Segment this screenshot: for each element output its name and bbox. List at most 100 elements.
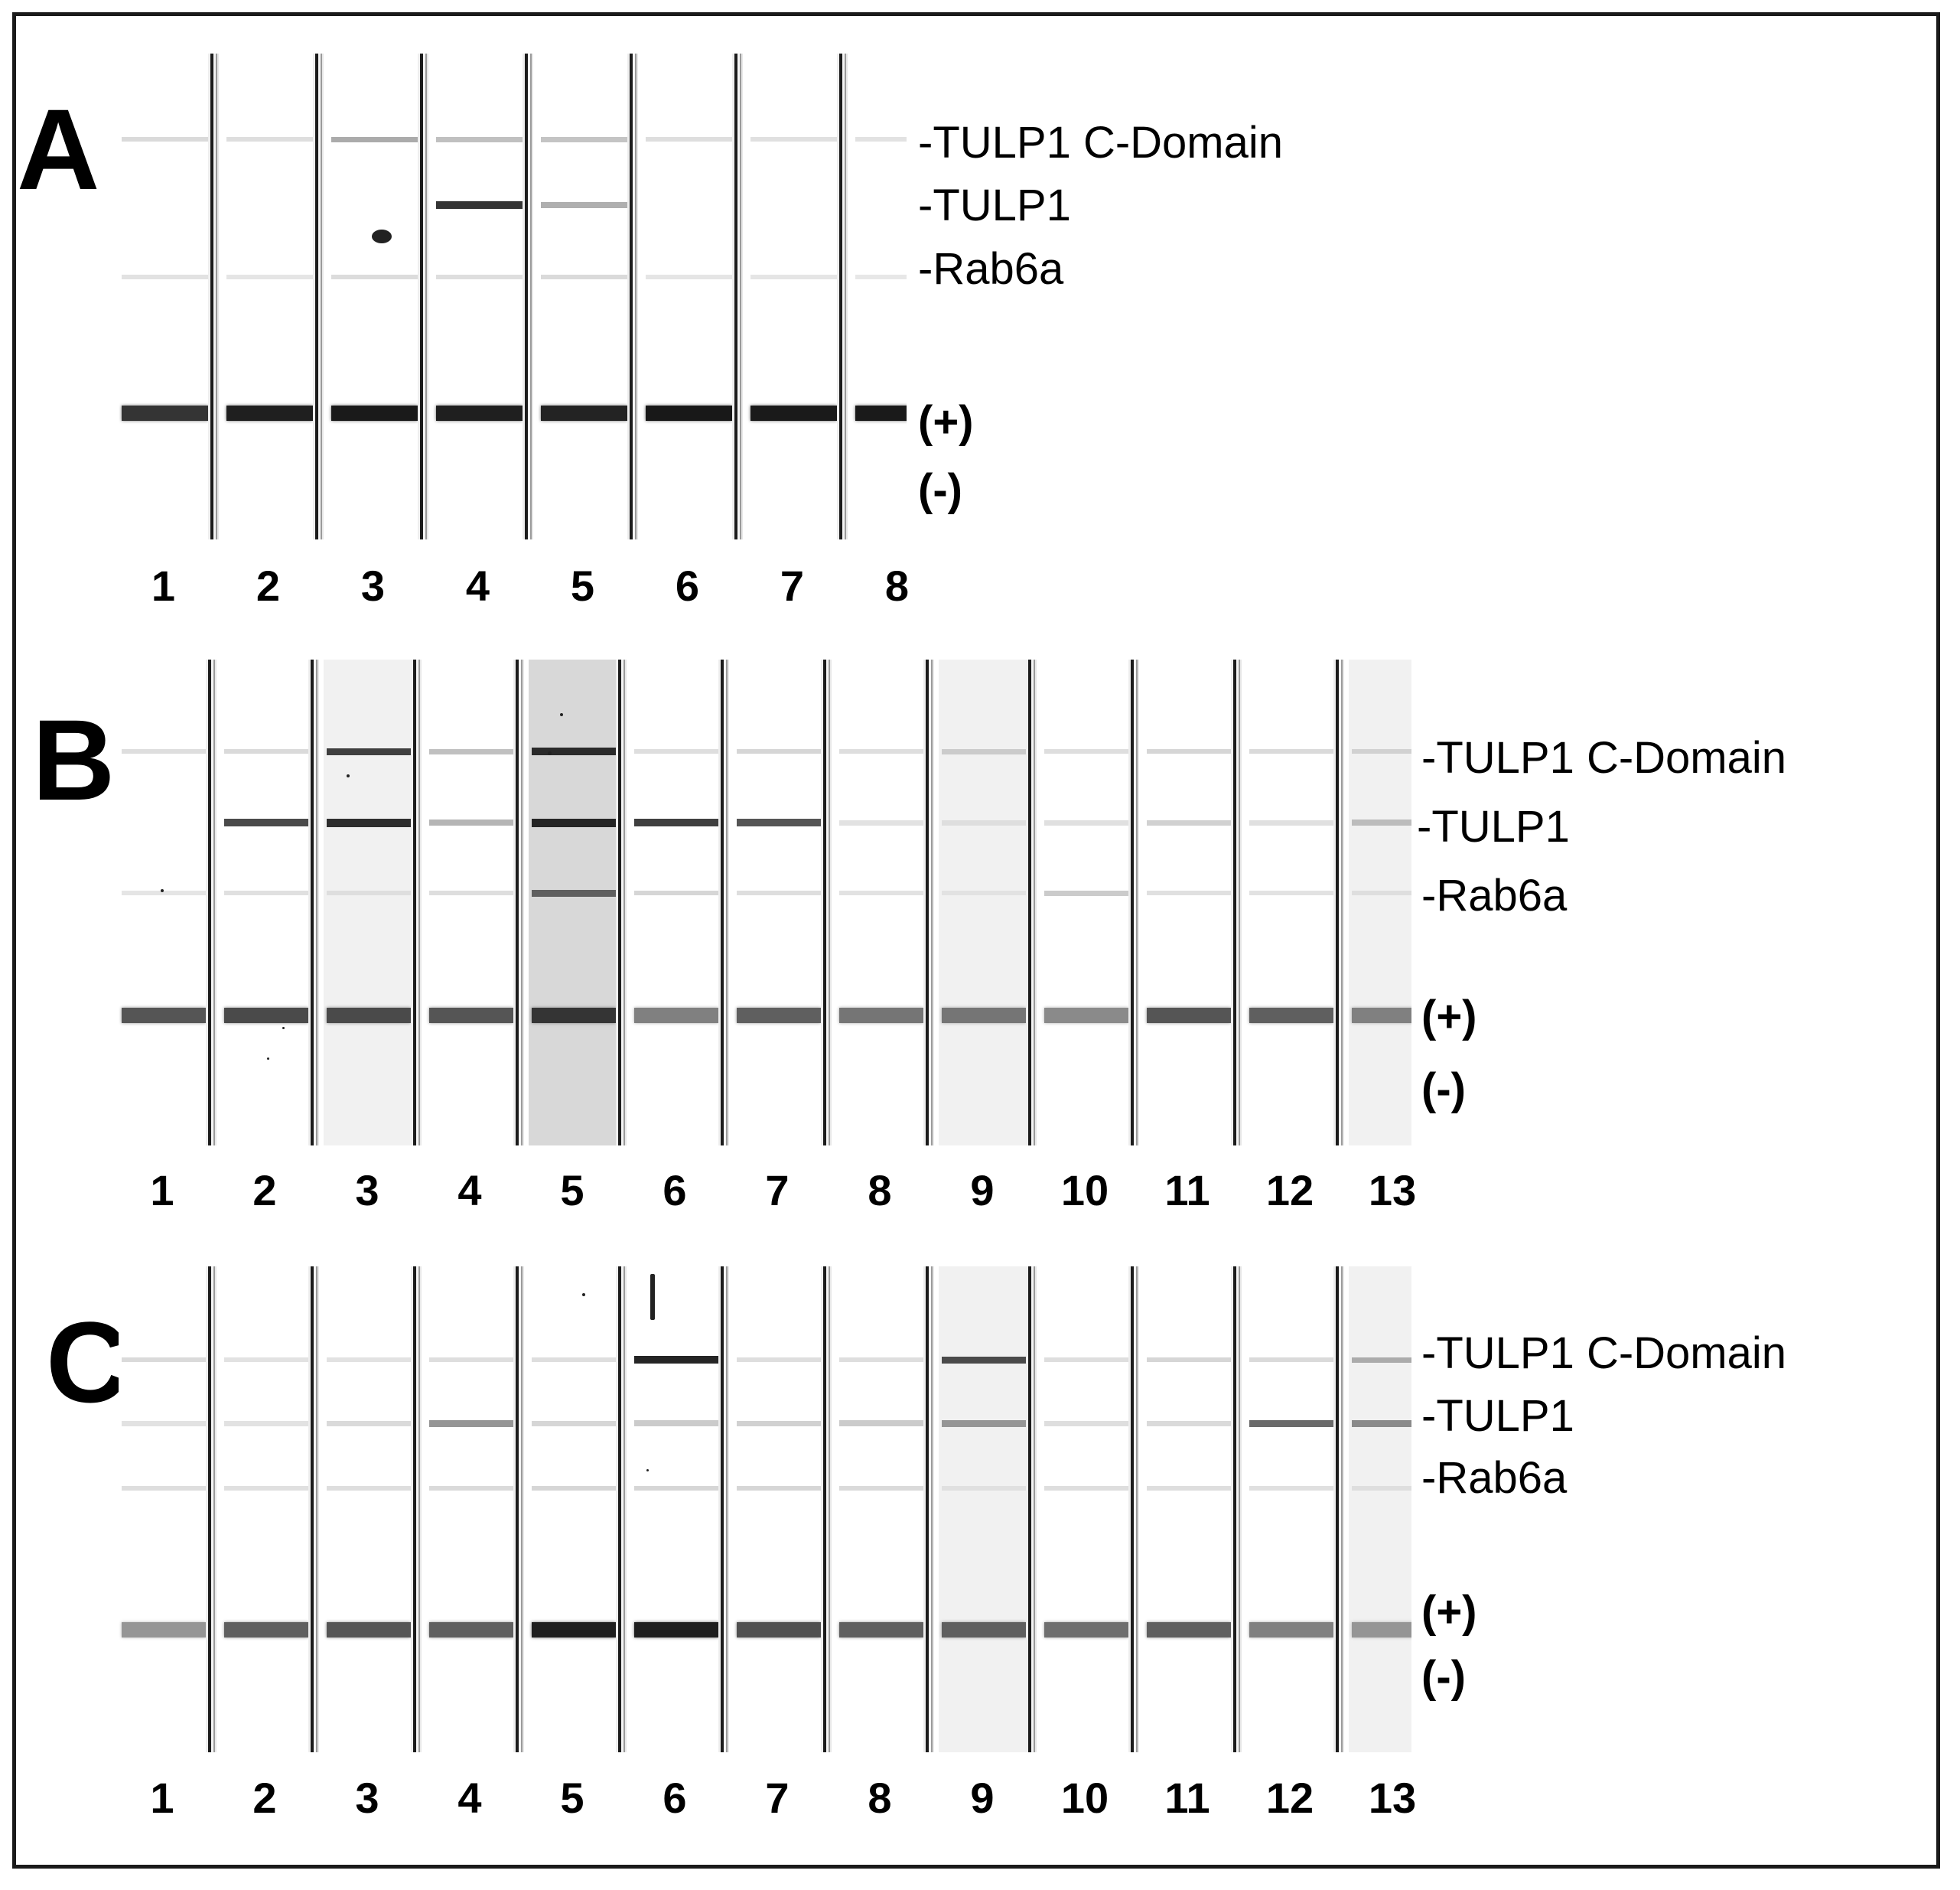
band-rab6a	[1044, 890, 1128, 896]
band-positive	[1249, 1008, 1333, 1023]
lane-number: 7	[780, 562, 805, 610]
band-tulp1	[429, 820, 513, 826]
panel-letter: A	[17, 85, 100, 213]
band-rab6a	[737, 891, 821, 895]
test-strip	[734, 660, 832, 1145]
band-c-domain	[331, 136, 418, 142]
lane-number: 10	[1060, 1166, 1109, 1214]
band-rab6a	[1352, 1486, 1411, 1491]
marker-positive: (+)	[1421, 992, 1477, 1041]
strip-divider	[1128, 660, 1139, 1145]
band-positive	[532, 1008, 616, 1023]
band-tulp1	[327, 818, 411, 827]
band-positive	[750, 406, 837, 421]
band-rab6a	[532, 1486, 616, 1491]
band-c-domain	[855, 137, 907, 142]
strip-divider	[411, 660, 422, 1145]
band-positive	[634, 1008, 718, 1023]
band-c-domain	[737, 1357, 821, 1362]
test-strip	[1349, 1266, 1411, 1752]
band-rab6a	[942, 891, 1026, 895]
marker-tulp1-c-domain: -TULP1 C-Domain	[1421, 1328, 1786, 1378]
band-c-domain	[429, 1357, 513, 1362]
marker-tulp1-c-domain: -TULP1 C-Domain	[1421, 733, 1786, 783]
band-c-domain	[942, 1356, 1026, 1364]
dust-speck	[347, 774, 350, 777]
band-tulp1	[1352, 1419, 1411, 1427]
test-strip	[324, 1266, 422, 1752]
band-tulp1	[839, 820, 923, 826]
strip-divider	[308, 1266, 319, 1752]
strip-divider	[732, 54, 743, 539]
figure-frame	[12, 12, 1940, 1869]
band-rab6a	[1352, 891, 1411, 895]
strip-divider	[308, 660, 319, 1145]
lane-number: 4	[457, 1774, 482, 1822]
band-positive	[634, 1622, 718, 1637]
band-c-domain	[942, 748, 1026, 754]
test-strip	[221, 1266, 319, 1752]
test-strip	[1144, 1266, 1242, 1752]
test-strip	[1349, 660, 1411, 1145]
strip-divider	[1026, 660, 1037, 1145]
dust-speck	[161, 889, 164, 892]
marker-tulp1-c-domain: -TULP1 C-Domain	[918, 118, 1283, 168]
marker-positive: (+)	[1421, 1587, 1477, 1637]
lane-number: 1	[151, 562, 176, 610]
lane-number: 2	[252, 1166, 277, 1214]
band-tulp1	[532, 1420, 616, 1426]
band-tulp1	[737, 1420, 821, 1426]
dust-speck	[646, 1469, 649, 1471]
test-strip	[939, 1266, 1037, 1752]
strip-divider	[923, 1266, 934, 1752]
lane-number: 4	[465, 562, 490, 610]
band-positive	[646, 406, 732, 421]
marker-negative: (-)	[918, 465, 962, 515]
lane-number: 6	[675, 562, 700, 610]
test-strip	[643, 54, 743, 539]
test-strip	[747, 54, 848, 539]
test-strip	[119, 1266, 217, 1752]
band-c-domain	[1147, 1357, 1231, 1362]
band-rab6a	[532, 889, 616, 897]
panel-letter: B	[32, 696, 116, 824]
band-c-domain	[634, 1356, 718, 1364]
band-tulp1	[122, 1420, 206, 1426]
band-c-domain	[532, 748, 616, 755]
band-rab6a	[839, 891, 923, 895]
lane-number: 4	[457, 1166, 482, 1214]
strip-divider	[1333, 1266, 1344, 1752]
band-c-domain	[327, 1357, 411, 1362]
test-strip	[119, 54, 219, 539]
band-c-domain	[1249, 1357, 1333, 1362]
band-positive	[331, 406, 418, 421]
lane-number: 11	[1164, 1166, 1210, 1214]
band-rab6a	[634, 1486, 718, 1491]
test-strip	[223, 54, 324, 539]
strip-divider	[1128, 1266, 1139, 1752]
marker-positive: (+)	[918, 397, 974, 447]
band-positive	[224, 1622, 308, 1637]
band-positive	[436, 406, 523, 421]
dust-speck	[560, 713, 563, 716]
dust-speck	[267, 1057, 269, 1060]
band-tulp1	[327, 1420, 411, 1426]
test-strip	[324, 660, 422, 1145]
band-c-domain	[839, 1357, 923, 1362]
band-tulp1	[436, 201, 523, 209]
test-strip	[1144, 660, 1242, 1145]
test-strip	[1246, 1266, 1344, 1752]
strip-divider	[313, 54, 324, 539]
band-positive	[737, 1622, 821, 1637]
band-rab6a	[541, 275, 627, 279]
band-rab6a	[327, 1486, 411, 1491]
test-strip	[529, 1266, 627, 1752]
band-c-domain	[226, 137, 313, 142]
band-c-domain	[1044, 749, 1128, 754]
strip-divider	[208, 54, 219, 539]
lane-number: 8	[884, 562, 910, 610]
lane-number: 9	[970, 1166, 995, 1214]
band-tulp1	[634, 819, 718, 826]
band-c-domain	[634, 749, 718, 754]
